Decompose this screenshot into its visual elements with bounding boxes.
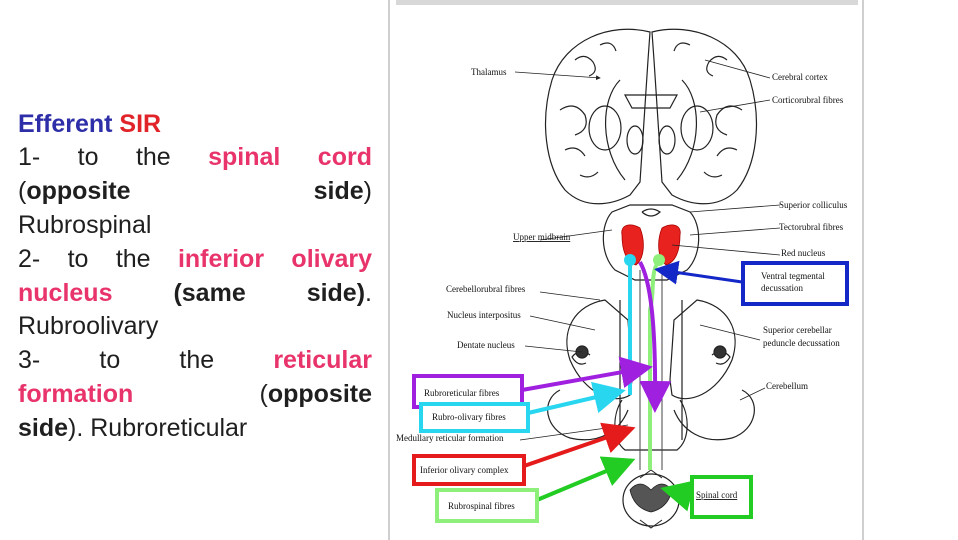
cyan-connector bbox=[527, 381, 626, 415]
inferior-olivary-box bbox=[412, 454, 526, 486]
item3-tail: ). Rubroreticular bbox=[68, 414, 248, 442]
spinalcord-connector bbox=[660, 480, 696, 512]
slide-title: Efferent SIR bbox=[18, 108, 372, 140]
item2-same: (same bbox=[173, 279, 246, 307]
item3-side: side bbox=[18, 414, 69, 442]
label-inferior-olivary: Inferior olivary complex bbox=[420, 465, 509, 475]
item1-line2: (opposite side) bbox=[18, 174, 372, 208]
item1-line1: 1- to the spinal cord bbox=[18, 140, 372, 174]
label-nucleus-interpositus: Nucleus interpositus bbox=[447, 310, 521, 320]
label-thalamus: Thalamus bbox=[471, 67, 507, 77]
text-panel: Efferent SIR 1- to the spinal cord (oppo… bbox=[18, 108, 372, 445]
label-dentate-nucleus: Dentate nucleus bbox=[457, 340, 515, 350]
item2-side: side) bbox=[306, 279, 366, 307]
cerebrum-drawing bbox=[544, 28, 758, 205]
title-sir: SIR bbox=[119, 110, 162, 138]
item3-line1: 3- to the reticular bbox=[18, 343, 372, 377]
rubroreticular-box bbox=[412, 374, 524, 409]
red-nucleus-cyan-dot bbox=[624, 254, 636, 266]
item2-the: the bbox=[115, 245, 151, 273]
label-red-nucleus: Red nucleus bbox=[781, 248, 826, 258]
item3-to: to bbox=[99, 346, 121, 374]
item2-period: . bbox=[365, 279, 372, 307]
label-superior-colliculus: Superior colliculus bbox=[779, 200, 848, 210]
label-sup-cerebellar-1: Superior cerebellar bbox=[763, 325, 832, 335]
item1-target-spinal: spinal bbox=[208, 143, 281, 171]
item3-the: the bbox=[179, 346, 215, 374]
label-ventral-tegmental-1: Ventral tegmental bbox=[761, 271, 825, 281]
leader-lines bbox=[514, 59, 781, 441]
rubroreticular-pathway-purple bbox=[638, 261, 672, 413]
item3-target-formation: formation bbox=[18, 380, 134, 408]
label-rubrospinal: Rubrospinal fibres bbox=[448, 501, 515, 511]
midbrain-drawing bbox=[602, 204, 700, 281]
item3-line2: formation (opposite bbox=[18, 377, 372, 411]
item2-to: to bbox=[67, 245, 89, 273]
item2-target-inferior: inferior bbox=[177, 245, 265, 273]
spinal-cord-box bbox=[690, 475, 753, 519]
label-ventral-tegmental-2: decussation bbox=[761, 283, 803, 293]
item2-name: Rubroolivary bbox=[18, 312, 159, 340]
item2-line1: 2- to the inferior olivary bbox=[18, 242, 372, 276]
item1-number: 1- bbox=[18, 143, 41, 171]
item1-to: to bbox=[77, 143, 99, 171]
item3-target-reticular: reticular bbox=[273, 346, 372, 374]
item1-opposite: opposite bbox=[26, 177, 131, 205]
item2-line2: nucleus (same side). bbox=[18, 276, 372, 310]
lightgreen-connector bbox=[536, 456, 636, 502]
purple-connector bbox=[521, 356, 653, 392]
red-connector bbox=[523, 422, 636, 468]
red-nucleus-green-dot bbox=[653, 254, 665, 266]
item1-side: side bbox=[313, 177, 364, 205]
item1-name: Rubrospinal bbox=[18, 211, 152, 239]
item3-paren-open: ( bbox=[259, 380, 268, 408]
item1-target-cord: cord bbox=[317, 143, 372, 171]
item3-opposite: opposite bbox=[267, 380, 372, 408]
label-sup-cerebellar-2: peduncle decussation bbox=[763, 338, 840, 348]
item3-line3: side). Rubroreticular bbox=[18, 411, 372, 445]
label-tectorubral: Tectorubral fibres bbox=[779, 222, 844, 232]
item2-number: 2- bbox=[18, 245, 41, 273]
label-rubro-olivary: Rubro-olivary fibres bbox=[432, 412, 506, 422]
item2-target-nucleus: nucleus bbox=[18, 279, 113, 307]
label-spinal-cord: Spinal cord bbox=[696, 490, 738, 500]
red-nucleus-shape bbox=[621, 224, 681, 266]
item1-paren-open: ( bbox=[18, 177, 27, 205]
label-cerebellum: Cerebellum bbox=[766, 381, 808, 391]
rubro-olivary-box bbox=[419, 402, 530, 433]
label-upper-midbrain: Upper midbrain bbox=[513, 232, 571, 242]
item2-target-olivary: olivary bbox=[291, 245, 373, 273]
label-rubroreticular: Rubroreticular fibres bbox=[424, 388, 500, 398]
label-cerebral-cortex: Cerebral cortex bbox=[772, 72, 828, 82]
label-corticorubral: Corticorubral fibres bbox=[772, 95, 844, 105]
item3-number: 3- bbox=[18, 346, 41, 374]
item1-the: the bbox=[135, 143, 171, 171]
ventral-tegmental-pathway-blue bbox=[654, 260, 743, 285]
rubrospinal-box bbox=[435, 488, 539, 523]
title-efferent: Efferent bbox=[18, 110, 113, 138]
spinal-cord-drawing bbox=[622, 469, 680, 529]
item1-line3: Rubrospinal bbox=[18, 208, 372, 242]
label-medullary-reticular: Medullary reticular formation bbox=[396, 433, 504, 443]
item2-line3: Rubroolivary bbox=[18, 310, 372, 343]
ventral-tegmental-box bbox=[741, 261, 849, 306]
label-cerebellorubral: Cerebellorubral fibres bbox=[446, 284, 526, 294]
item1-paren-close: ) bbox=[363, 177, 372, 205]
top-strip bbox=[396, 0, 858, 5]
